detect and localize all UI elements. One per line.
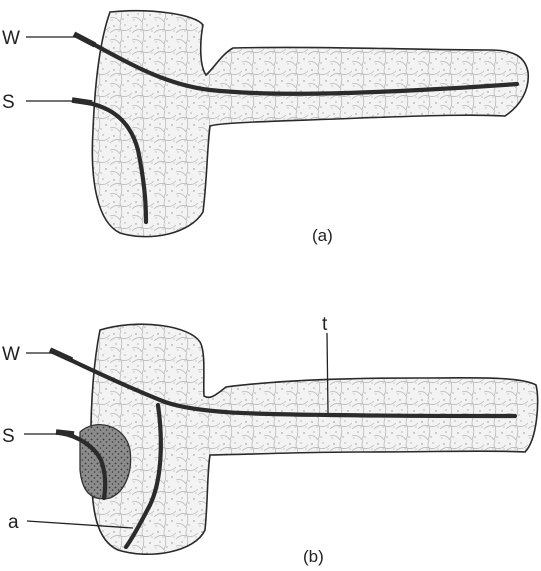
- caption-a: (a): [312, 226, 333, 245]
- label-t-b: t: [322, 314, 328, 335]
- label-s-b: S: [2, 426, 15, 447]
- label-a-b: a: [8, 512, 19, 533]
- tissue-outline-a: [92, 11, 528, 237]
- label-w-b: W: [2, 344, 20, 365]
- tissue-outline-b: [91, 324, 538, 554]
- wire-s-b-sheath: [56, 432, 74, 434]
- label-s-a: S: [2, 92, 15, 113]
- panel-b: W S t a (b): [2, 314, 538, 566]
- wire-s-a-sheath: [72, 100, 92, 103]
- caption-b: (b): [303, 547, 324, 566]
- wire-w-b-sheath: [50, 350, 72, 360]
- wire-w-a-sheath: [74, 34, 95, 45]
- label-w-a: W: [2, 28, 20, 49]
- panel-a: W S (a): [2, 11, 528, 245]
